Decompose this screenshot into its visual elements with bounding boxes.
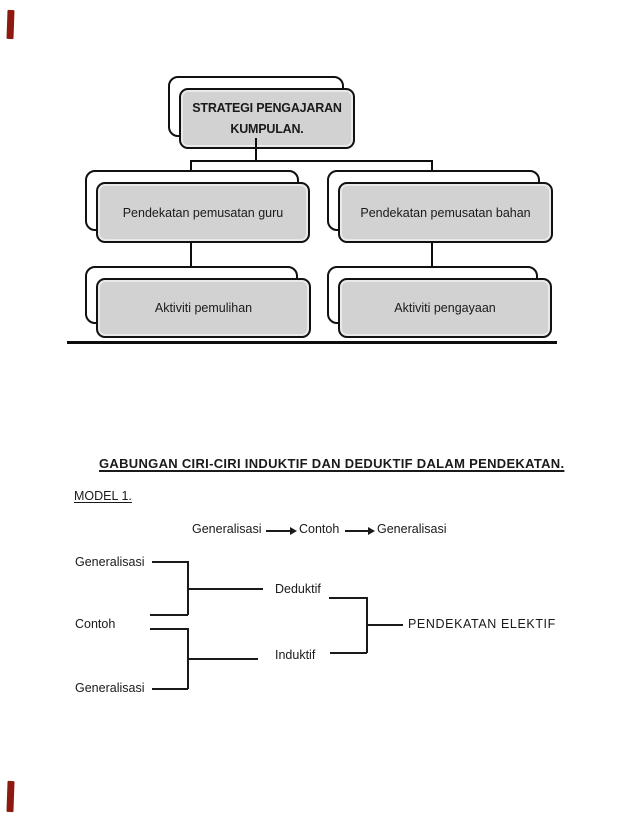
result-label: PENDEKATAN ELEKTIF <box>408 617 556 631</box>
connector-branch <box>190 160 433 162</box>
org-box-guru-label: Pendekatan pemusatan guru <box>122 205 284 220</box>
deduktif-label: Deduktif <box>275 582 321 596</box>
red-margin-mark-top <box>6 9 15 40</box>
org-box-pengayaan-label: Aktiviti pengayaan <box>394 301 496 315</box>
bracket1-line-top <box>152 561 188 563</box>
org-box-pemulihan: Aktiviti pemulihan <box>96 278 311 338</box>
section-heading: GABUNGAN CIRI-CIRI INDUKTIF DAN DEDUKTIF… <box>99 456 565 471</box>
org-box-root-line2: KUMPULAN. <box>230 121 304 136</box>
left-label-contoh: Contoh <box>75 617 116 631</box>
org-box-root-line1: STRATEGI PENGAJARAN <box>192 100 342 115</box>
right-arrow-icon-2 <box>345 527 375 534</box>
bracket3-line-top <box>329 597 367 599</box>
bracket2-line-bottom <box>152 688 188 690</box>
bracket2-line-top <box>150 628 188 630</box>
seq-label-1: Generalisasi <box>192 522 262 536</box>
org-box-pengayaan: Aktiviti pengayaan <box>338 278 552 338</box>
connector-root-stem <box>255 138 257 162</box>
red-margin-mark-bottom <box>6 780 15 813</box>
connector-right-drop <box>431 160 433 172</box>
left-label-generalisasi-1: Generalisasi <box>75 555 145 569</box>
org-box-pemulihan-label: Aktiviti pemulihan <box>154 301 253 315</box>
bracket1-mid-line <box>187 588 263 590</box>
org-box-root: STRATEGI PENGAJARAN KUMPULAN. <box>179 88 355 149</box>
connector-left-drop <box>190 160 192 172</box>
divider-rule <box>67 341 557 344</box>
org-box-bahan-label: Pendekatan pemusatan bahan <box>360 205 531 220</box>
org-box-bahan: Pendekatan pemusatan bahan <box>338 182 553 243</box>
induktif-label: Induktif <box>275 648 316 662</box>
connector-right-stem2 <box>431 243 433 267</box>
seq-label-3: Generalisasi <box>377 522 447 536</box>
connector-left-stem2 <box>190 243 192 267</box>
seq-label-2: Contoh <box>299 522 340 536</box>
bracket2-mid-line <box>187 658 258 660</box>
right-arrow-icon-1 <box>266 527 297 534</box>
model-label: MODEL 1. <box>74 489 132 503</box>
org-box-guru: Pendekatan pemusatan guru <box>96 182 310 243</box>
bracket3-line-bottom <box>330 652 367 654</box>
bracket3-mid-line <box>366 624 403 626</box>
left-label-generalisasi-2: Generalisasi <box>75 681 145 695</box>
bracket1-line-bottom <box>150 614 188 616</box>
